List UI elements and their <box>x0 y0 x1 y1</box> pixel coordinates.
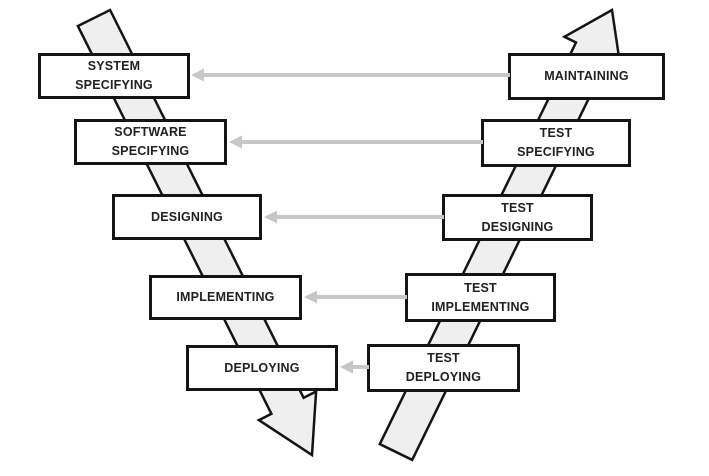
phase-box-deploying: DEPLOYING <box>186 345 338 391</box>
phase-label: DEPLOYING <box>405 370 482 384</box>
phase-label: DESIGNING <box>481 219 554 234</box>
phase-box-test-specifying: TEST SPECIFYING <box>481 119 631 167</box>
phase-box-test-deploying: TEST DEPLOYING <box>367 344 520 392</box>
phase-box-test-implementing: TEST IMPLEMENTING <box>405 273 556 322</box>
phase-box-test-designing: TEST DESIGNING <box>442 194 593 241</box>
phase-label: TEST <box>427 351 460 365</box>
phase-label: DEPLOYING <box>224 360 300 375</box>
phase-label: TEST <box>539 126 573 140</box>
phase-label: SPECIFYING <box>75 78 153 92</box>
phase-label: SPECIFYING <box>517 145 595 159</box>
phase-label: TEST <box>464 280 497 295</box>
phase-label: IMPLEMENTING <box>176 290 275 304</box>
phase-box-designing: DESIGNING <box>112 194 262 240</box>
phase-label: MAINTAINING <box>544 69 629 83</box>
phase-label: SYSTEM <box>87 59 141 73</box>
phase-label: IMPLEMENTING <box>431 299 530 314</box>
phase-label: TEST <box>501 200 534 215</box>
phase-box-maintaining: MAINTAINING <box>508 53 665 100</box>
phase-box-software-specifying: SOFTWARE SPECIFYING <box>74 119 227 165</box>
phase-box-implementing: IMPLEMENTING <box>149 275 302 320</box>
phase-label: SOFTWARE <box>114 125 187 139</box>
phase-label: DESIGNING <box>151 209 223 224</box>
phase-box-system-specifying: SYSTEM SPECIFYING <box>38 53 190 99</box>
phase-label: SPECIFYING <box>111 144 190 158</box>
